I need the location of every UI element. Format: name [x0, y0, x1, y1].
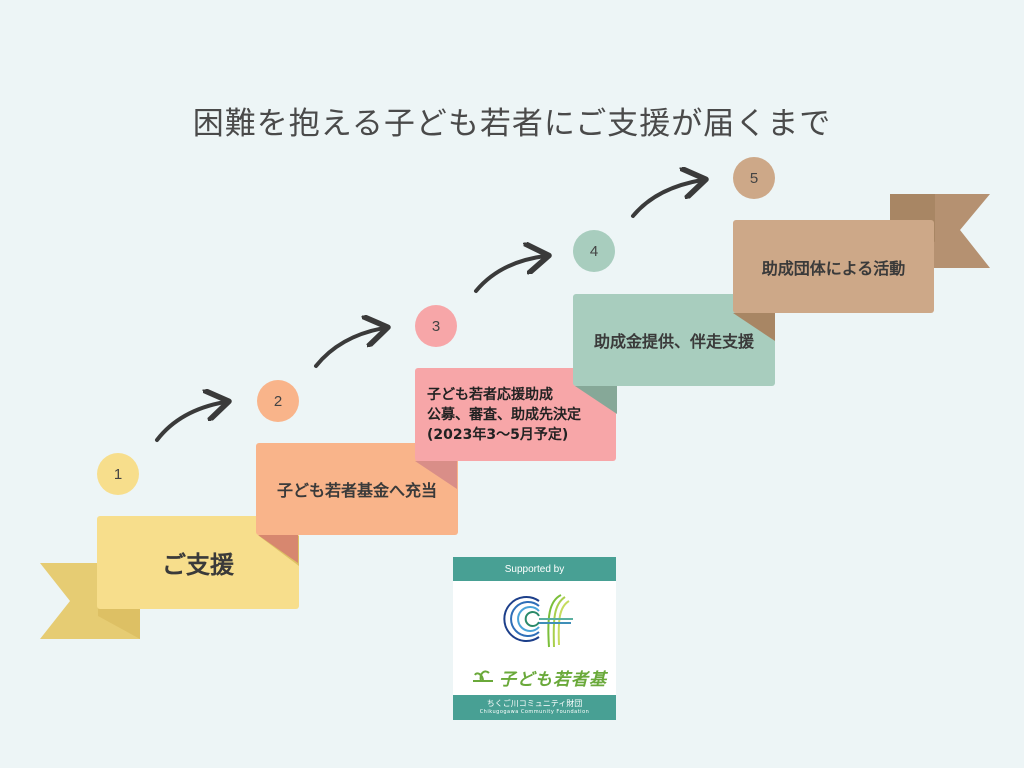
step-2-number: 2 — [257, 380, 299, 422]
foundation-band: ちくご川コミュニティ財団 Chikugogawa Community Found… — [453, 695, 616, 720]
step-2-fold — [258, 535, 298, 563]
step-3-number: 3 — [415, 305, 457, 347]
step-3-line-3: (2023年3〜5月予定) — [427, 426, 569, 443]
step-4-number: 4 — [573, 230, 615, 272]
fund-emblem-icon — [473, 594, 573, 682]
step-4-fold — [575, 386, 617, 414]
arrow-3-to-4 — [474, 256, 545, 293]
step-3-fold — [415, 461, 457, 489]
arrow-1-to-2 — [155, 402, 225, 442]
step-1-number: 1 — [97, 453, 139, 495]
arrow-2-to-3 — [314, 328, 384, 368]
step-4-label: 助成金提供、伴走支援 — [593, 332, 754, 351]
step-5-box: 助成団体による活動 — [733, 220, 934, 313]
step-3-label: 子ども若者応援助成 公募、審査、助成先決定 (2023年3〜5月予定) — [427, 385, 581, 445]
step-5-number: 5 — [733, 157, 775, 199]
step-3-line-1: 子ども若者応援助成 — [427, 386, 553, 403]
supporter-logo: Supported by 子ども若者基金 ちくご川コミュニティ財団 Chikug… — [453, 557, 616, 720]
foundation-name-en: Chikugogawa Community Foundation — [479, 708, 590, 715]
step-3-line-2: 公募、審査、助成先決定 — [427, 406, 581, 423]
step-5-fold — [733, 313, 775, 341]
step-2-label: 子ども若者基金へ充当 — [276, 481, 437, 500]
step-1-label: ご支援 — [162, 551, 234, 579]
page-title: 困難を抱える子ども若者にご支援が届くまで — [192, 106, 832, 142]
arrow-4-to-5 — [631, 180, 702, 218]
step-4-box: 助成金提供、伴走支援 — [573, 294, 775, 386]
step-5-label: 助成団体による活動 — [761, 258, 906, 278]
supported-by-label: Supported by — [453, 557, 616, 581]
foundation-name-jp: ちくご川コミュニティ財団 — [486, 698, 583, 708]
